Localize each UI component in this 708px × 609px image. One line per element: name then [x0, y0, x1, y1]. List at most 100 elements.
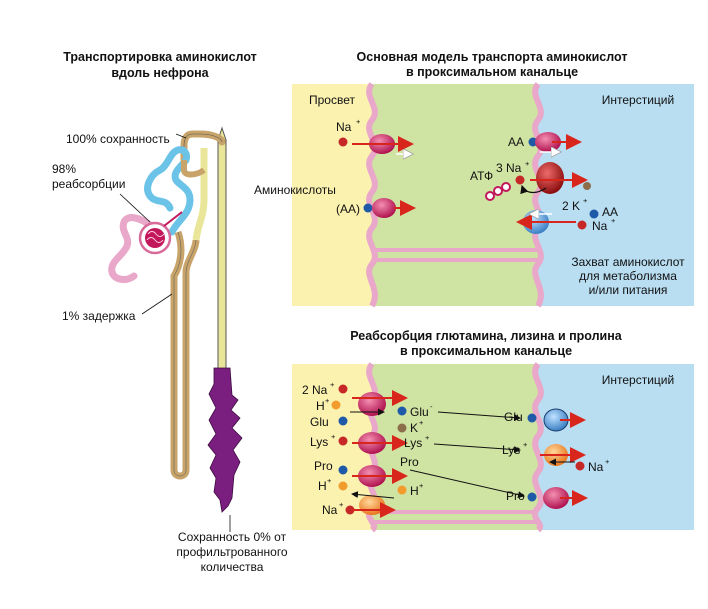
glu-molecule-cell	[397, 406, 407, 416]
glu-molecule-baso	[527, 413, 537, 423]
na-ion-b3	[345, 505, 355, 515]
k-ion-cell	[397, 423, 407, 433]
sup-lys-cell: +	[425, 433, 430, 442]
label-interstitium-2: Интерстиций	[602, 373, 674, 387]
label-pro-baso: Pro	[506, 489, 525, 503]
label-na-lumen-b: Na	[322, 503, 338, 517]
h-ion-b1	[331, 400, 341, 410]
label-uptake-line1: Захват аминокислот	[571, 255, 685, 269]
sup-two-k: +	[583, 196, 588, 205]
top-title-line2: в проксимальном канальце	[406, 65, 578, 79]
tight-junction	[372, 248, 538, 262]
tight-junction-2	[372, 510, 538, 524]
label-glu-cell: Glu	[410, 405, 429, 419]
label-h-1: H	[316, 399, 325, 413]
sup-h-1: +	[325, 396, 330, 405]
glomerulus	[145, 228, 165, 248]
label-reabs-pct: 98%	[52, 162, 76, 176]
label-uptake-line2: для метаболизма	[579, 269, 677, 283]
leader-100	[175, 133, 187, 139]
afferent-vessel	[163, 211, 183, 227]
label-na-lumen: Na	[336, 120, 352, 134]
lumen-area-2	[292, 364, 372, 530]
loop-thin-segment	[192, 148, 208, 241]
label-h-cell: H	[410, 484, 419, 498]
label-delay: 1% задержка	[62, 309, 136, 323]
label-amino-acids: Аминокислоты	[254, 183, 336, 197]
bottom-title-line1: Реабсорбция глютамина, лизина и пролина	[350, 329, 623, 343]
glu-cross-arrow	[437, 411, 521, 422]
label-three-na: 3 Na	[496, 161, 522, 175]
label-pro-lumen: Pro	[314, 459, 333, 473]
label-aa-bottom: AA	[602, 205, 618, 219]
apical-aa-transporter	[372, 198, 396, 218]
sup-h-cell: +	[419, 481, 424, 490]
label-atp: АТФ	[470, 169, 493, 183]
pump-k-arrow	[520, 184, 547, 195]
nephron-title-line2: вдоль нефрона	[111, 66, 209, 80]
lys-cross-arrow	[433, 443, 521, 454]
na-ion-lys	[575, 461, 585, 471]
loop-descending-limb	[170, 230, 200, 480]
sup-na-lumen-b: +	[339, 500, 344, 509]
proximal-convoluted-tubule	[144, 146, 194, 236]
sup-h-2: +	[327, 476, 332, 485]
sup-lys-lumen: +	[331, 432, 336, 441]
connecting-bend	[181, 160, 206, 178]
pro-molecule-baso	[527, 492, 537, 502]
label-two-na: 2 Na	[302, 383, 328, 397]
label-h-2: H	[318, 479, 327, 493]
footer-line2: профильтрованного	[176, 545, 288, 559]
leader-delay	[141, 293, 173, 315]
collecting-duct-medullary	[207, 367, 243, 513]
interstitium-area	[538, 84, 694, 306]
label-lys-lumen: Lys	[310, 435, 328, 449]
h-ion-cell	[397, 485, 407, 495]
label-aa-top: AA	[508, 135, 524, 149]
atp-molecules	[485, 182, 511, 201]
label-lys-cell: Lys	[404, 436, 422, 450]
footer-line3: количества	[201, 560, 264, 574]
sup-lys-baso: +	[523, 440, 528, 449]
sup-three-na: +	[525, 159, 530, 168]
label-reabs-word: реабсорбции	[52, 177, 125, 191]
apical-membrane	[366, 82, 378, 308]
basic-transport-panel: Основная модель транспорта аминокислот в…	[254, 50, 694, 308]
label-glu-baso: Glu	[504, 410, 523, 424]
lys-molecule-lumen	[338, 436, 348, 446]
na-ion-pump	[515, 175, 525, 185]
nephron-title-line1: Транспортировка аминокислот	[63, 50, 257, 64]
aa-molecule	[363, 203, 373, 213]
h-ion-b2	[338, 481, 348, 491]
label-glu-lumen: Glu	[310, 415, 329, 429]
label-two-k: 2 K	[562, 199, 580, 213]
leader-98	[119, 193, 151, 223]
na-k-atpase	[536, 162, 564, 194]
nhe-exchanger	[359, 495, 385, 515]
k-ion	[583, 182, 591, 190]
na-ion-b1	[338, 384, 348, 394]
label-aa-bracket: (АА)	[336, 202, 360, 216]
pro-molecule-lumen	[338, 465, 348, 475]
sup-na-lumen: +	[356, 117, 361, 126]
label-uptake-line3: и/или питания	[589, 283, 668, 297]
glomerulus-texture	[146, 231, 165, 243]
label-retention-100: 100% сохранность	[66, 132, 170, 146]
top-title-line1: Основная модель транспорта аминокислот	[357, 50, 628, 64]
na-ion-3	[577, 220, 587, 230]
sup-k-cell: +	[419, 418, 424, 427]
pro-transporter-basolateral	[543, 487, 569, 509]
aa-molecule-2	[528, 137, 538, 147]
label-interstitium: Интерстиций	[602, 93, 674, 107]
label-na-bottom: Na	[592, 219, 608, 233]
label-pro-cell: Pro	[400, 455, 419, 469]
sup-glu-cell: -	[430, 402, 433, 411]
distal-outline	[183, 133, 223, 160]
sup-two-na: +	[330, 380, 335, 389]
cell-area	[372, 84, 538, 306]
sup-na-bottom: +	[611, 216, 616, 225]
footer-line1: Сохранность 0% от	[178, 530, 287, 544]
label-lys-baso: Lys	[502, 443, 520, 457]
label-lumen: Просвет	[309, 93, 355, 107]
